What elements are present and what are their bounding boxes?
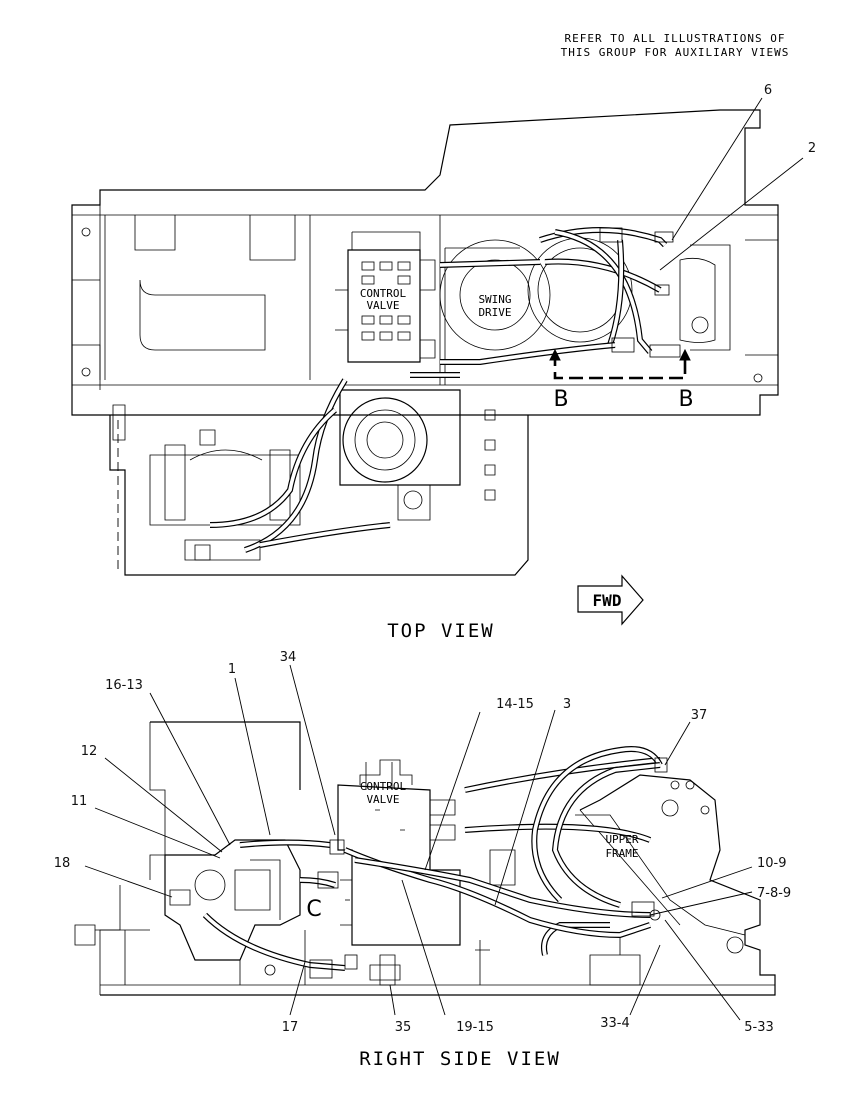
callout-37: 37 bbox=[691, 708, 708, 723]
callout-17: 17 bbox=[282, 1020, 299, 1035]
side-view-drawing bbox=[74, 721, 776, 996]
callout-5-33: 5-33 bbox=[744, 1020, 774, 1035]
section-b-right: B bbox=[678, 387, 693, 412]
upper-frame-label-1: UPPER bbox=[605, 833, 638, 846]
control-valve-spools bbox=[361, 261, 411, 341]
callout-2: 2 bbox=[808, 141, 816, 156]
side-callout-leaders bbox=[84, 664, 753, 1021]
callout-34: 34 bbox=[280, 650, 297, 665]
swing-drive-label-2: DRIVE bbox=[478, 306, 511, 319]
auxiliary-views-note-line-1: REFER TO ALL ILLUSTRATIONS OF bbox=[564, 32, 785, 45]
side-view-title: RIGHT SIDE VIEW bbox=[359, 1048, 561, 1070]
callout-35: 35 bbox=[395, 1020, 412, 1035]
callout-3: 3 bbox=[563, 697, 571, 712]
top-view-drawing bbox=[71, 109, 779, 576]
callout-18: 18 bbox=[54, 856, 71, 871]
side-control-valve-label-2: VALVE bbox=[366, 793, 399, 806]
upper-frame-label-2: FRAME bbox=[605, 847, 638, 860]
top-callouts bbox=[659, 97, 804, 271]
callout-1: 1 bbox=[228, 662, 236, 677]
callout-14-15: 14-15 bbox=[496, 697, 534, 712]
top-control-valve-label-1: CONTROL bbox=[360, 287, 407, 300]
fwd-arrow-icon bbox=[577, 574, 644, 626]
auxiliary-views-note-line-2: THIS GROUP FOR AUXILIARY VIEWS bbox=[561, 46, 790, 59]
callout-12: 12 bbox=[81, 744, 98, 759]
fwd-label: FWD bbox=[593, 591, 622, 610]
callout-19-15: 19-15 bbox=[456, 1020, 494, 1035]
side-control-valve-label-1: CONTROL bbox=[360, 780, 407, 793]
view-c-label: C bbox=[306, 897, 321, 922]
callout-11: 11 bbox=[71, 794, 88, 809]
swing-drive-label-1: SWING bbox=[478, 293, 511, 306]
callout-16-13: 16-13 bbox=[105, 678, 143, 693]
top-control-valve-label-2: VALVE bbox=[366, 299, 399, 312]
top-view-title: TOP VIEW bbox=[387, 620, 495, 642]
callout-6: 6 bbox=[764, 83, 772, 98]
callout-33-4: 33-4 bbox=[600, 1016, 630, 1031]
section-b-left: B bbox=[553, 387, 568, 412]
callout-10-9: 10-9 bbox=[757, 856, 787, 871]
callout-7-8-9: 7-8-9 bbox=[757, 886, 791, 901]
